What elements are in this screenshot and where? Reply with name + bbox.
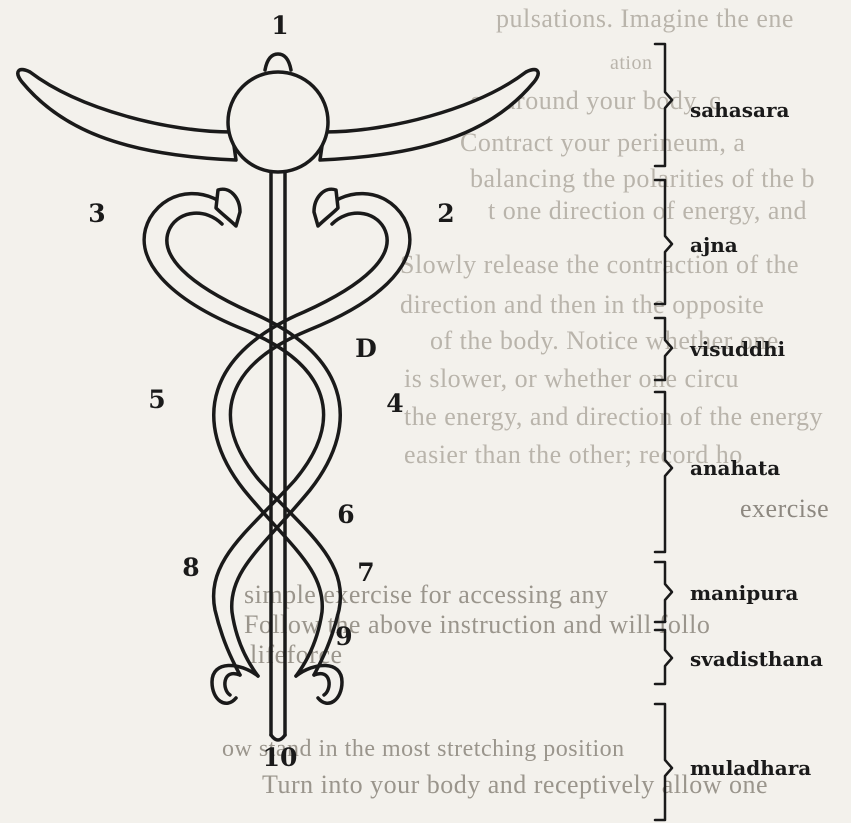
chakra-label-visuddhi: visuddhi [689,337,786,361]
label-9: 9 [335,622,352,651]
label-1: 1 [271,11,288,40]
serpent-right [214,194,410,676]
serpent-heads [216,189,338,226]
label-2: 2 [437,199,454,228]
bracket-ajna [655,180,672,304]
label-8: 8 [182,553,199,582]
label-5: 5 [148,385,165,414]
label-10: 10 [263,743,298,772]
bracket-group [655,44,672,820]
serpent-tails [212,665,342,703]
chakra-label-muladhara: muladhara [690,756,811,780]
bracket-manipura [655,562,672,622]
bracket-svadisthana [655,630,672,684]
central-staff [271,168,285,740]
bracket-anahata [655,392,672,552]
label-6: 6 [337,500,354,529]
chakra-label-anahata: anahata [690,456,780,480]
chakra-label-manipura: manipura [690,581,798,605]
crown-circle [228,72,328,172]
label-d: D [355,334,377,363]
label-4: 4 [386,389,403,418]
label-3: 3 [88,199,105,228]
label-7: 7 [357,558,374,587]
bracket-visuddhi [655,318,672,380]
chakra-label-sahasara: sahasara [690,98,789,122]
bracket-muladhara [655,704,672,820]
top-knob [265,54,291,70]
chakra-label-ajna: ajna [690,233,738,257]
bracket-sahasara [655,44,672,166]
chakra-label-svadisthana: svadisthana [690,647,823,671]
serpent-left [144,194,340,676]
